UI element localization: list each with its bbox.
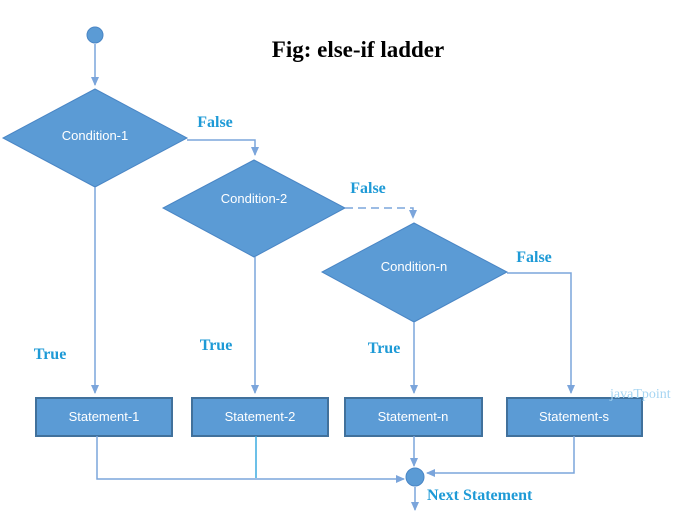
condition-1-label: Condition-1 xyxy=(62,128,129,143)
merge-junction-node xyxy=(405,467,425,487)
figure-title: Fig: else-if ladder xyxy=(272,37,444,62)
watermark: javaTpoint xyxy=(609,387,671,402)
true-label-1: True xyxy=(34,346,67,363)
statement-1-box xyxy=(35,397,173,437)
statement-2-box xyxy=(191,397,329,437)
next-statement-label: Next Statement xyxy=(427,487,533,504)
statement-n-label: Statement-n xyxy=(378,409,449,424)
edge-false-1 xyxy=(187,139,259,156)
false-label-3: False xyxy=(516,249,552,266)
edge-false-3 xyxy=(507,272,575,394)
false-label-1: False xyxy=(197,114,233,131)
start-node xyxy=(86,26,104,44)
statement-2-label: Statement-2 xyxy=(225,409,296,424)
statement-s-box xyxy=(506,397,643,437)
condition-n-label: Condition-n xyxy=(381,259,448,274)
statement-s-label: Statement-s xyxy=(539,409,610,424)
edge-statement-s-to-merge xyxy=(426,436,575,477)
condition-2-diamond xyxy=(161,159,347,258)
false-label-2: False xyxy=(350,180,386,197)
statement-1-label: Statement-1 xyxy=(69,409,140,424)
true-label-2: True xyxy=(200,337,233,354)
edge-false-2 xyxy=(345,207,417,219)
true-label-3: True xyxy=(368,340,401,357)
condition-2-label: Condition-2 xyxy=(221,191,288,206)
edge-statement-1-to-merge xyxy=(96,436,405,483)
